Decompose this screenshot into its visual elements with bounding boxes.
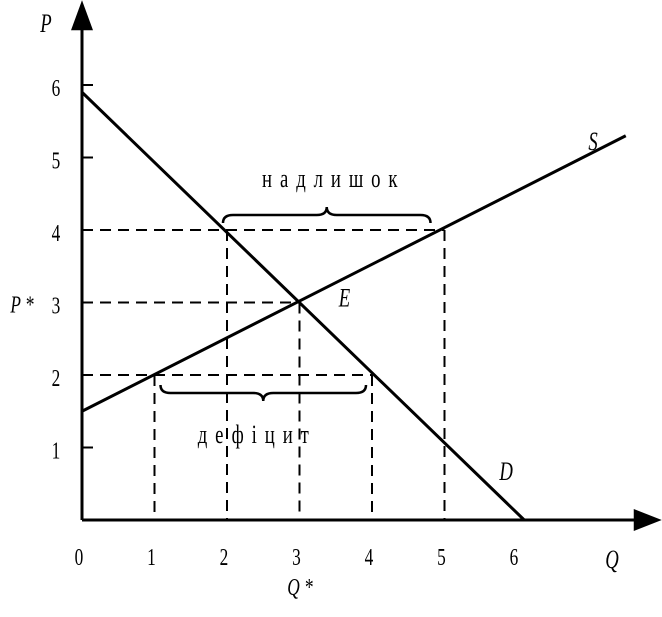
x-tick-label: 0 [75, 543, 84, 571]
tick-labels: 1 2 3 4 5 6 0 1 2 3 4 5 6 [52, 74, 519, 571]
series-label-demand: D [499, 457, 513, 486]
shortage-brace [159, 384, 368, 402]
series-line-s [81, 134, 627, 413]
x-tick-label: 2 [220, 543, 229, 571]
x-axis-arrow [633, 509, 662, 531]
y-tick-label: 6 [52, 74, 61, 102]
x-tick-label: 4 [365, 543, 374, 571]
axes [71, 0, 662, 531]
y-tick-label: 2 [52, 364, 61, 392]
shortage-label: дефіцит [198, 420, 317, 449]
y-tick-label: 5 [52, 147, 61, 175]
x-tick-label: 5 [437, 543, 446, 571]
y-axis-arrow [71, 0, 93, 31]
annotation-braces [159, 206, 432, 402]
surplus-brace [221, 206, 432, 224]
surplus-label: надлишок [262, 164, 405, 193]
series-lines [80, 91, 627, 522]
x-axis-label: Q [605, 545, 619, 574]
x-tick-label: 3 [292, 543, 301, 571]
y-tick-label: 1 [52, 437, 61, 465]
series-label-supply: S [588, 127, 597, 156]
equilibrium-quantity-label: Q * [287, 573, 313, 601]
y-tick-label: 4 [52, 219, 61, 247]
series-line-d [80, 91, 526, 522]
equilibrium-label: E [338, 284, 350, 313]
equilibrium-price-label: P * [10, 291, 34, 319]
x-tick-label: 1 [147, 543, 156, 571]
y-axis-label: P [39, 9, 51, 38]
guide-lines [82, 229, 446, 520]
y-tick-label: 3 [52, 292, 61, 320]
x-tick-label: 6 [510, 543, 519, 571]
